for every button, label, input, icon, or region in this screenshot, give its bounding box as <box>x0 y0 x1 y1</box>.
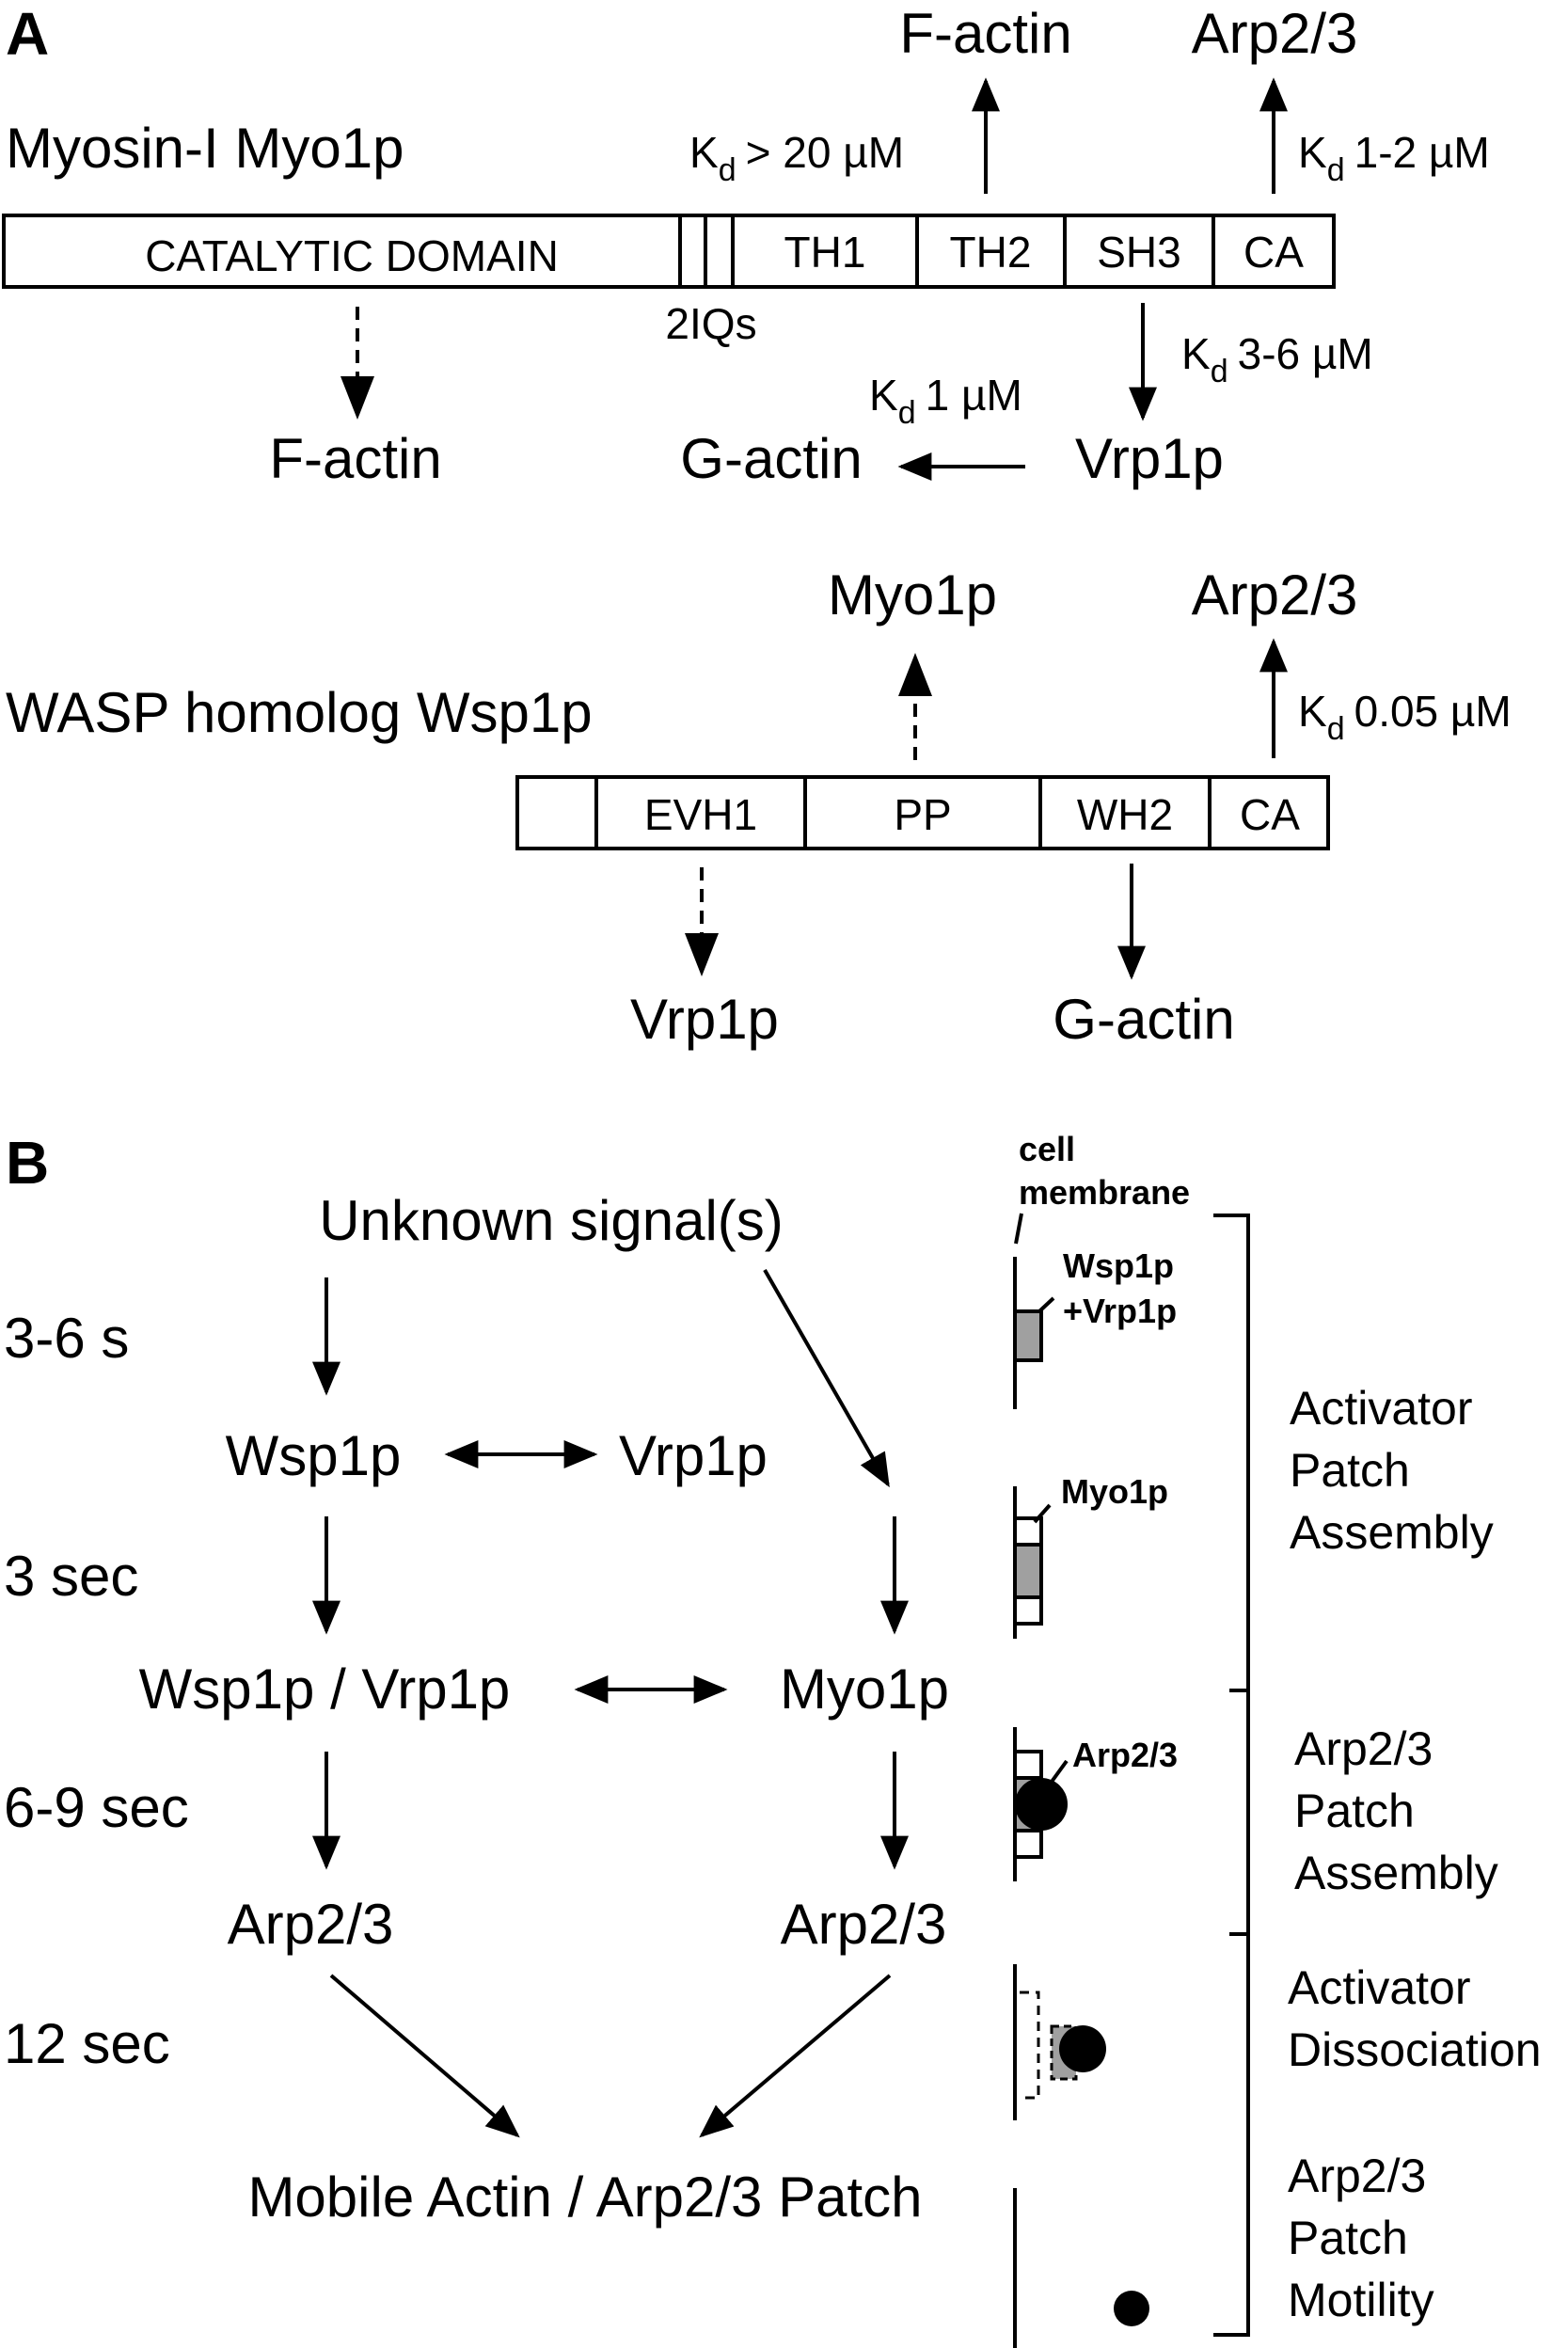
wasp-domain-bar <box>515 775 1330 850</box>
wasp-domain-evh1: EVH1 <box>644 790 757 839</box>
wsp-vrp-label-2: +Vrp1p <box>1063 1292 1177 1330</box>
svg-text:Kd3-6 µM: Kd3-6 µM <box>1181 329 1373 389</box>
arrow-signal-myo1p <box>763 1269 890 1488</box>
stage-2-line-1: Arp2/3 <box>1294 1722 1433 1775</box>
svg-text:Kd> 20 µM: Kd> 20 µM <box>689 128 904 188</box>
arrowhead-catalytic <box>341 376 374 420</box>
membrane-label-1: cell <box>1019 1130 1075 1168</box>
myosin-domain-bar <box>2 214 1336 289</box>
signal-label: Unknown signal(s) <box>319 1189 784 1252</box>
stage-4-line-1: Arp2/3 <box>1288 2150 1426 2202</box>
wasp-top-myo1p: Myo1p <box>828 563 997 627</box>
node-wsp1p: Wsp1p <box>226 1424 402 1487</box>
myosin-domain-catalytic: CATALYTIC DOMAIN <box>145 231 559 280</box>
time-3: 6-9 sec <box>4 1776 189 1839</box>
myosin-bottom-gactin: G-actin <box>680 427 862 490</box>
myosin-iq-label: 2IQs <box>665 299 756 348</box>
node-myo1p: Myo1p <box>780 1658 949 1721</box>
myosin-top-factin: F-actin <box>899 2 1071 65</box>
myosin-domain-sh3: SH3 <box>1097 228 1180 277</box>
wasp-top-arp23: Arp2/3 <box>1192 563 1358 627</box>
time-1: 3-6 s <box>4 1307 129 1370</box>
time-2: 3 sec <box>4 1545 138 1608</box>
myosin-domain-th2: TH2 <box>950 228 1032 277</box>
svg-text:Kd0.05 µM: Kd0.05 µM <box>1298 687 1512 747</box>
arrowhead-pp <box>898 653 932 696</box>
node-arp-left: Arp2/3 <box>228 1893 394 1956</box>
panel-b-letter: B <box>6 1129 49 1197</box>
stage-4-line-3: Motility <box>1288 2274 1434 2326</box>
schematic-stage-3 <box>1013 1727 1069 1881</box>
stage-3-line-1: Activator <box>1288 1961 1471 2014</box>
stage-2-line-2: Patch <box>1294 1785 1415 1837</box>
membrane-label-2: membrane <box>1019 1173 1190 1212</box>
kd-th2-label: Kd> 20 µM <box>689 128 904 188</box>
wasp-bottom-vrp1p: Vrp1p <box>630 988 779 1051</box>
node-final: Mobile Actin / Arp2/3 Patch <box>247 2166 922 2229</box>
schematic-stage-4 <box>1013 1964 1106 2120</box>
node-vrp1p: Vrp1p <box>619 1424 768 1487</box>
wasp-domain-wh2: WH2 <box>1077 790 1173 839</box>
stage-1-line-2: Patch <box>1290 1444 1410 1497</box>
stage-1-line-1: Activator <box>1290 1382 1473 1435</box>
svg-text:Kd1 µM: Kd1 µM <box>869 371 1022 431</box>
wasp-bottom-gactin: G-actin <box>1053 988 1234 1051</box>
node-arp-right: Arp2/3 <box>781 1893 947 1956</box>
stage-3-line-2: Dissociation <box>1288 2023 1542 2076</box>
wasp-domain-ca: CA <box>1240 790 1300 839</box>
myosin-title: Myosin-I Myo1p <box>6 117 404 180</box>
myosin-top-arp23: Arp2/3 <box>1192 2 1358 65</box>
time-4: 12 sec <box>4 2012 170 2075</box>
stage-bracket <box>1213 1214 1250 2337</box>
node-wsp1p-vrp1p: Wsp1p / Vrp1p <box>139 1658 511 1721</box>
stage-2-line-3: Assembly <box>1294 1847 1498 1899</box>
wasp-domain-pp: PP <box>894 790 951 839</box>
arp-schematic-label: Arp2/3 <box>1072 1736 1178 1774</box>
arrow-arp-right-final <box>699 1974 892 2138</box>
myo1p-schematic-label: Myo1p <box>1061 1472 1168 1511</box>
membrane-leader <box>1014 1213 1023 1245</box>
wasp-title: WASP homolog Wsp1p <box>6 681 593 744</box>
myosin-domain-th1: TH1 <box>784 228 866 277</box>
panel-a-letter: A <box>6 0 49 68</box>
arrow-arp-left-final <box>329 1974 520 2138</box>
myosin-bottom-vrp1p: Vrp1p <box>1075 427 1224 490</box>
schematic-stage-2 <box>1013 1486 1052 1639</box>
schematic-stage-1 <box>1013 1257 1055 1409</box>
wsp-vrp-label-1: Wsp1p <box>1063 1246 1174 1285</box>
arrowhead-evh1 <box>685 933 719 976</box>
myosin-domain-ca: CA <box>1243 228 1304 277</box>
schematic-stage-5 <box>1013 2188 1149 2348</box>
stage-4-line-2: Patch <box>1288 2212 1408 2264</box>
stage-1-line-3: Assembly <box>1290 1506 1494 1559</box>
myosin-bottom-factin: F-actin <box>269 427 441 490</box>
svg-text:Kd1-2 µM: Kd1-2 µM <box>1298 128 1490 188</box>
